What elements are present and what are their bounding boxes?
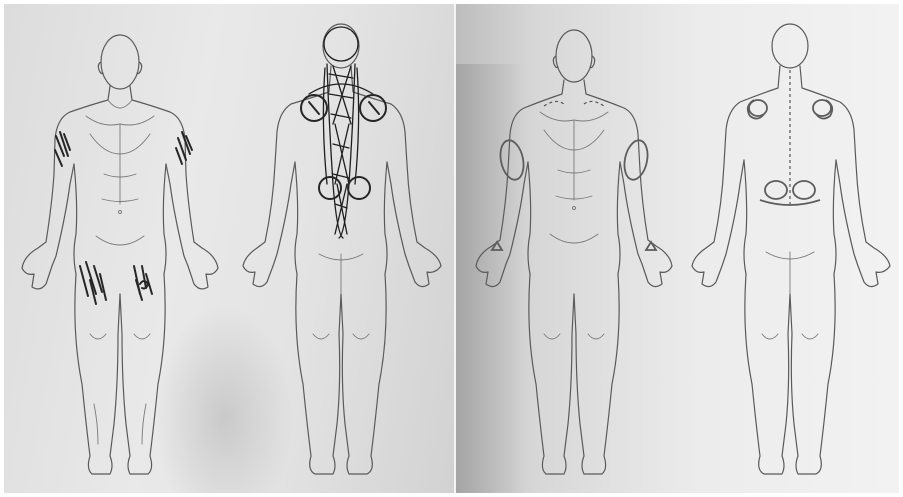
- front-thigh-hatching-left: [80, 262, 106, 304]
- right-panel: [456, 4, 899, 493]
- front-dashed-shoulders: [544, 101, 604, 106]
- front-upper-arm-hatching-left: [55, 132, 70, 166]
- back-body-figure: [229, 4, 449, 493]
- back-body-figure-2: [676, 4, 896, 493]
- body-chart-image: [4, 4, 899, 493]
- left-panel: [4, 4, 454, 493]
- front-body-figure: [10, 4, 230, 493]
- front-body-figure-2: [464, 4, 684, 493]
- back-spine-scribbles: [309, 27, 373, 238]
- front-upper-arm-hatching-right: [176, 132, 192, 164]
- front-thigh-hatching-right: [134, 266, 152, 300]
